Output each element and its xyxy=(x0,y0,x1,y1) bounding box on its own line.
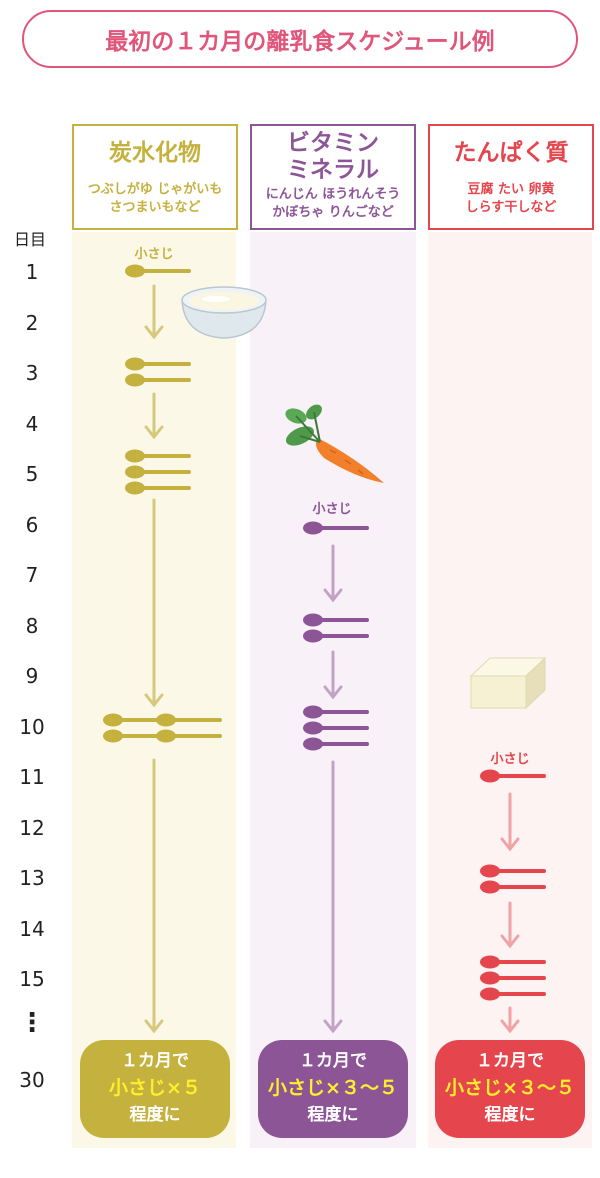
vitamin-summary-line3: 程度に xyxy=(307,1105,359,1125)
day-6: 6 xyxy=(25,513,39,537)
day-ellipsis: ⋮ xyxy=(19,1008,45,1038)
day-11: 11 xyxy=(19,765,45,789)
carb-arrow-1 xyxy=(144,284,164,340)
day-8: 8 xyxy=(25,614,39,638)
protein-header: たんぱく質 豆腐 たい 卵黄 しらす干しなど xyxy=(428,124,594,230)
vitamin-sub-1: にんじん ほうれんそう xyxy=(265,187,401,202)
tofu-icon xyxy=(469,656,547,710)
protein-sub-2: しらす干しなど xyxy=(465,200,557,215)
carb-spoons-day10 xyxy=(103,713,222,743)
day-10: 10 xyxy=(19,715,45,739)
day-axis-header: 日目 xyxy=(14,230,47,249)
day-5: 5 xyxy=(25,462,39,486)
rice-bowl-icon xyxy=(181,286,267,339)
vitamin-spoons-day6 xyxy=(303,521,369,535)
protein-arrow-1 xyxy=(500,792,520,852)
protein-summary: １カ月で 小さじ×３〜５ 程度に xyxy=(435,1040,585,1138)
protein-spoons-day13 xyxy=(480,864,546,894)
vitamin-arrow-3 xyxy=(323,760,343,1034)
day-4: 4 xyxy=(25,412,39,436)
protein-arrow-3 xyxy=(500,1006,520,1034)
vitamin-title-1: ビタミン xyxy=(287,130,379,156)
day-30: 30 xyxy=(19,1068,45,1092)
carb-arrow-3 xyxy=(144,498,164,708)
day-9: 9 xyxy=(25,664,39,688)
vitamin-summary-amount: 小さじ×３〜５ xyxy=(268,1077,398,1099)
vitamin-title-2: ミネラル xyxy=(287,157,379,183)
vitamin-spoons-day10 xyxy=(303,705,369,751)
protein-arrow-2 xyxy=(500,901,520,949)
carb-title: 炭水化物 xyxy=(109,140,201,166)
page-title: 最初の１カ月の離乳食スケジュール例 xyxy=(22,10,578,68)
vitamin-arrow-2 xyxy=(323,650,343,700)
carb-spoons-day3 xyxy=(125,357,191,387)
day-2: 2 xyxy=(25,311,39,335)
vitamin-spoons-day8 xyxy=(303,613,369,643)
carb-sub-1: つぶしがゆ じゃがいも xyxy=(87,182,223,197)
carrot-icon xyxy=(285,404,384,483)
day-12: 12 xyxy=(19,816,45,840)
vitamin-arrow-1 xyxy=(323,544,343,603)
day-3: 3 xyxy=(25,361,39,385)
carb-start-label: 小さじ xyxy=(134,247,174,262)
day-7: 7 xyxy=(25,563,39,587)
vitamin-summary-line1: １カ月で xyxy=(299,1051,367,1071)
day-1: 1 xyxy=(25,260,39,284)
carb-summary-line1: １カ月で xyxy=(121,1051,189,1071)
protein-summary-line1: １カ月で xyxy=(476,1051,544,1071)
protein-summary-amount: 小さじ×３〜５ xyxy=(445,1077,575,1099)
carb-sub-2: さつまいもなど xyxy=(109,200,201,215)
carb-spoons-day5 xyxy=(125,449,191,495)
carb-arrow-2 xyxy=(144,392,164,440)
vitamin-header: ビタミン ミネラル にんじん ほうれんそう かぼちゃ りんごなど xyxy=(250,124,416,230)
vitamin-sub-2: かぼちゃ りんごなど xyxy=(272,205,394,220)
vitamin-summary: １カ月で 小さじ×３〜５ 程度に xyxy=(258,1040,408,1138)
protein-start-label: 小さじ xyxy=(490,752,530,767)
vitamin-start-label: 小さじ xyxy=(312,502,352,517)
protein-spoons-day11 xyxy=(480,769,546,783)
carb-summary-amount: 小さじ×５ xyxy=(109,1077,201,1099)
protein-sub-1: 豆腐 たい 卵黄 xyxy=(467,182,555,197)
day-13: 13 xyxy=(19,866,45,890)
day-14: 14 xyxy=(19,917,45,941)
protein-summary-line3: 程度に xyxy=(484,1105,536,1125)
protein-spoons-day15 xyxy=(480,955,546,1001)
carb-header: 炭水化物 つぶしがゆ じゃがいも さつまいもなど xyxy=(72,124,238,230)
carb-summary-line3: 程度に xyxy=(129,1105,181,1125)
carb-summary: １カ月で 小さじ×５ 程度に xyxy=(80,1040,230,1138)
carb-arrow-4 xyxy=(144,758,164,1034)
carb-spoons-day1 xyxy=(125,264,191,278)
protein-title: たんぱく質 xyxy=(453,140,569,166)
day-15: 15 xyxy=(19,967,45,991)
